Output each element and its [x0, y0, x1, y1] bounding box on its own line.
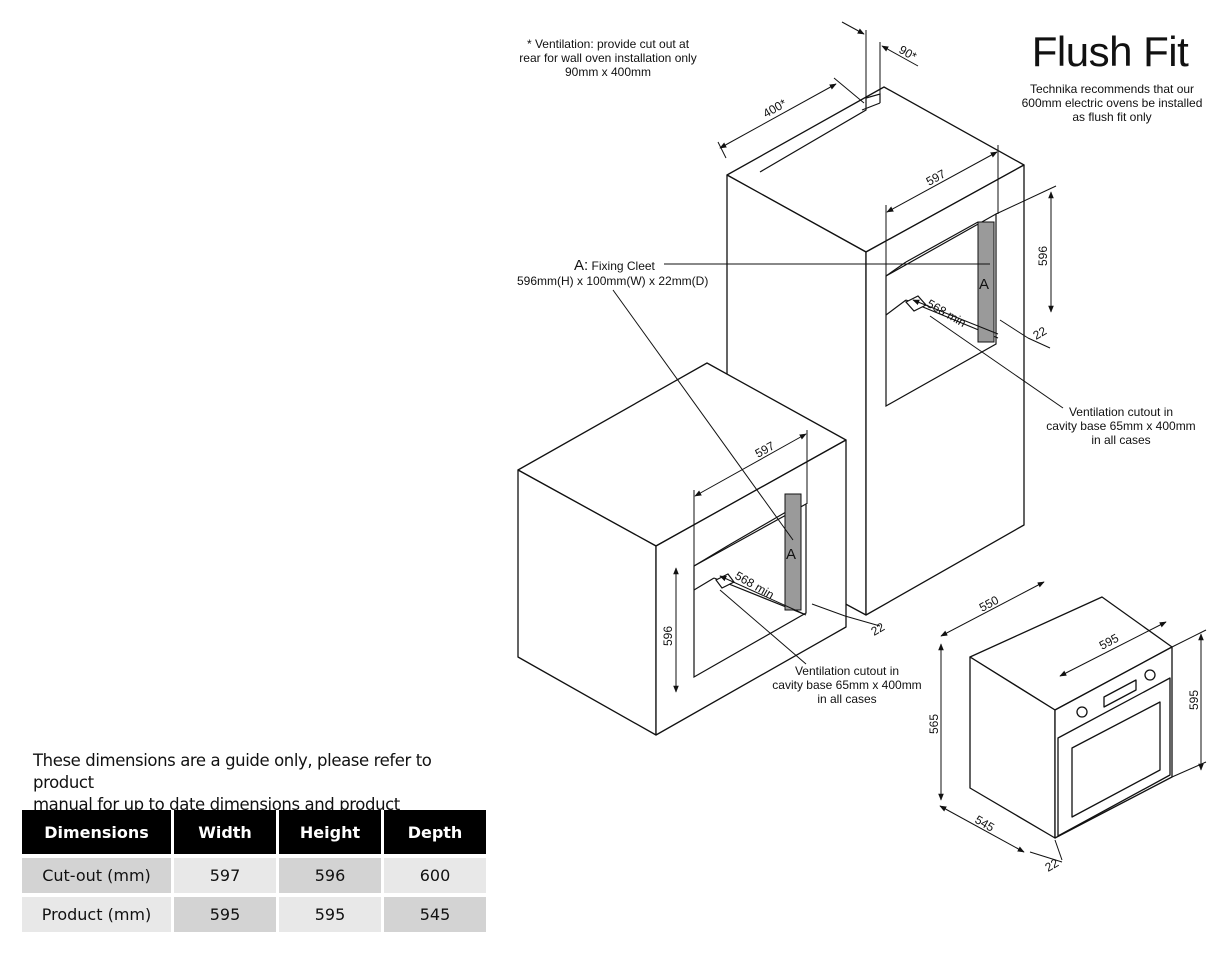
- base-cutout-note: Ventilation cutout in cavity base 65mm x…: [772, 664, 921, 706]
- svg-text:A: Fixing Cleet: A: Fixing Cleet: [574, 257, 656, 274]
- header-dimensions: Dimensions: [22, 810, 171, 854]
- header-width: Width: [174, 810, 276, 854]
- svg-text:Ventilation cutout in: Ventilation cutout in: [795, 664, 899, 678]
- row-label: Product (mm): [22, 897, 171, 932]
- table-header-row: Dimensions Width Height Depth: [22, 810, 486, 854]
- svg-text:cavity base 65mm x 400mm: cavity base 65mm x 400mm: [772, 678, 921, 692]
- ventilation-note: * Ventilation: provide cut out at rear f…: [519, 37, 696, 79]
- dim-tall-gap: 22: [1031, 324, 1050, 343]
- page-subtitle: Technika recommends that our 600mm elect…: [1021, 82, 1203, 124]
- cell-width: 597: [174, 858, 276, 893]
- table-row: Product (mm) 595 595 545: [22, 897, 486, 932]
- dim-vent-width: 90*: [897, 42, 920, 63]
- svg-text:in all cases: in all cases: [817, 692, 876, 706]
- cell-height: 596: [279, 858, 381, 893]
- dim-oven-depth-top: 550: [977, 593, 1002, 615]
- cell-depth: 600: [384, 858, 486, 893]
- svg-text:* Ventilation: provide cut out: * Ventilation: provide cut out at: [527, 37, 690, 51]
- cell-height: 595: [279, 897, 381, 932]
- table-row: Cut-out (mm) 597 596 600: [22, 858, 486, 893]
- cell-depth: 545: [384, 897, 486, 932]
- svg-text:rear for wall oven installatio: rear for wall oven installation only: [519, 51, 696, 65]
- svg-text:596mm(H) x 100mm(W) x 22mm(D): 596mm(H) x 100mm(W) x 22mm(D): [517, 274, 708, 288]
- svg-text:in all cases: in all cases: [1091, 433, 1150, 447]
- dim-oven-height: 595: [1187, 690, 1201, 710]
- dimension-lines: [612, 21, 1207, 863]
- fixing-cleet-label: A: Fixing Cleet 596mm(H) x 100mm(W) x 22…: [517, 257, 708, 288]
- base-cleet-marker: A: [786, 546, 796, 563]
- dim-base-height: 596: [661, 626, 675, 646]
- header-depth: Depth: [384, 810, 486, 854]
- header-height: Height: [279, 810, 381, 854]
- dim-tall-height: 596: [1036, 246, 1050, 266]
- svg-text:Ventilation cutout in: Ventilation cutout in: [1069, 405, 1173, 419]
- dim-oven-depth-bottom: 545: [973, 812, 998, 834]
- tall-fixing-cleet: [977, 221, 995, 343]
- dim-vent-depth: 400*: [761, 96, 790, 121]
- svg-text:90mm x 400mm: 90mm x 400mm: [565, 65, 651, 79]
- dim-base-gap: 22: [869, 620, 888, 639]
- dim-oven-side-height: 565: [927, 714, 941, 734]
- cell-width: 595: [174, 897, 276, 932]
- svg-text:cavity base 65mm x 400mm: cavity base 65mm x 400mm: [1046, 419, 1195, 433]
- tall-cleet-marker: A: [979, 276, 989, 293]
- oven: [969, 596, 1173, 839]
- page-title: Flush Fit: [1031, 28, 1189, 75]
- dimensions-table: Dimensions Width Height Depth Cut-out (m…: [19, 806, 489, 936]
- tall-cutout-note: Ventilation cutout in cavity base 65mm x…: [1046, 405, 1195, 447]
- row-label: Cut-out (mm): [22, 858, 171, 893]
- dim-oven-gap: 22: [1043, 856, 1062, 875]
